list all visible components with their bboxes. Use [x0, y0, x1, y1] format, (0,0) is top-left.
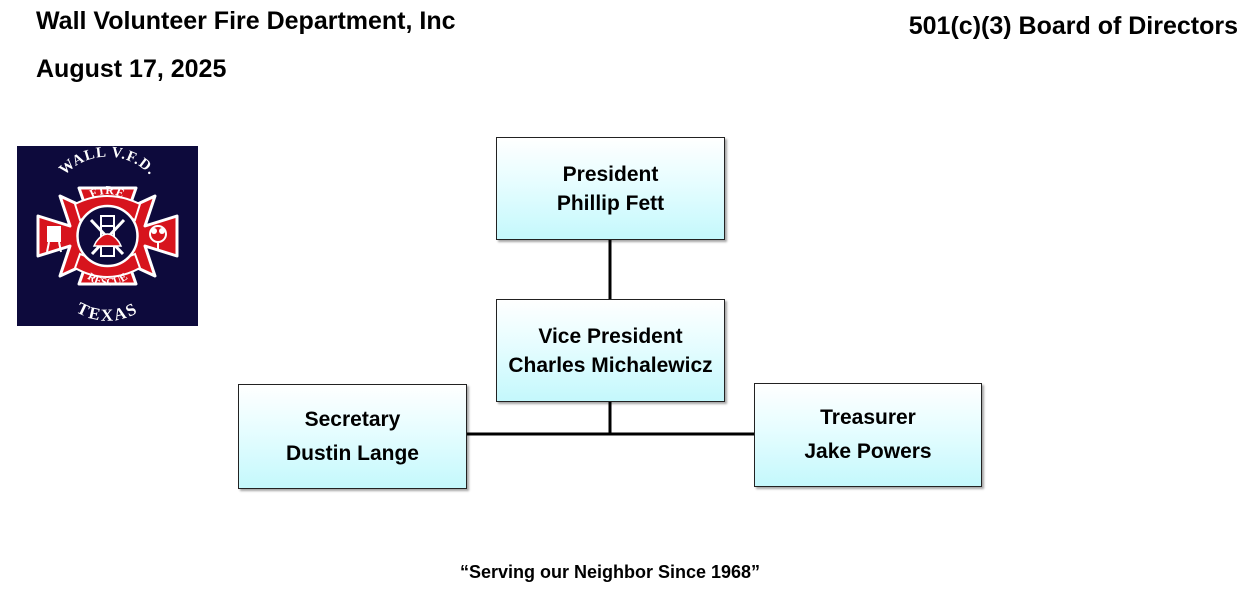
board-title: 501(c)(3) Board of Directors — [908, 12, 1238, 40]
secretary-role: Secretary — [304, 407, 401, 431]
treasurer-role: Treasurer — [820, 406, 916, 429]
organization-name: Wall Volunteer Fire Department, Inc — [36, 7, 456, 35]
meeting-date: August 17, 2025 — [36, 55, 227, 83]
logo-lower-banner-text: RESCUE — [85, 271, 130, 289]
secretary-name: Dustin Lange — [285, 441, 419, 465]
president-role: President — [562, 162, 659, 186]
vice-president-role: Vice President — [538, 324, 683, 348]
wall-vfd-logo: WALL V.F.D. FIRE RESCUE TEXAS — [17, 146, 198, 326]
president-box: President Phillip Fett — [496, 137, 725, 240]
president-name: Phillip Fett — [556, 191, 665, 215]
vice-president-box: Vice President Charles Michalewicz — [496, 299, 725, 402]
svg-text:RESCUE: RESCUE — [85, 271, 130, 289]
treasurer-box: Treasurer Jake Powers — [754, 383, 982, 487]
vice-president-name: Charles Michalewicz — [508, 353, 713, 377]
treasurer-name: Jake Powers — [804, 440, 932, 463]
footer-motto: “Serving our Neighbor Since 1968” — [459, 562, 761, 582]
secretary-box: Secretary Dustin Lange — [238, 384, 467, 489]
